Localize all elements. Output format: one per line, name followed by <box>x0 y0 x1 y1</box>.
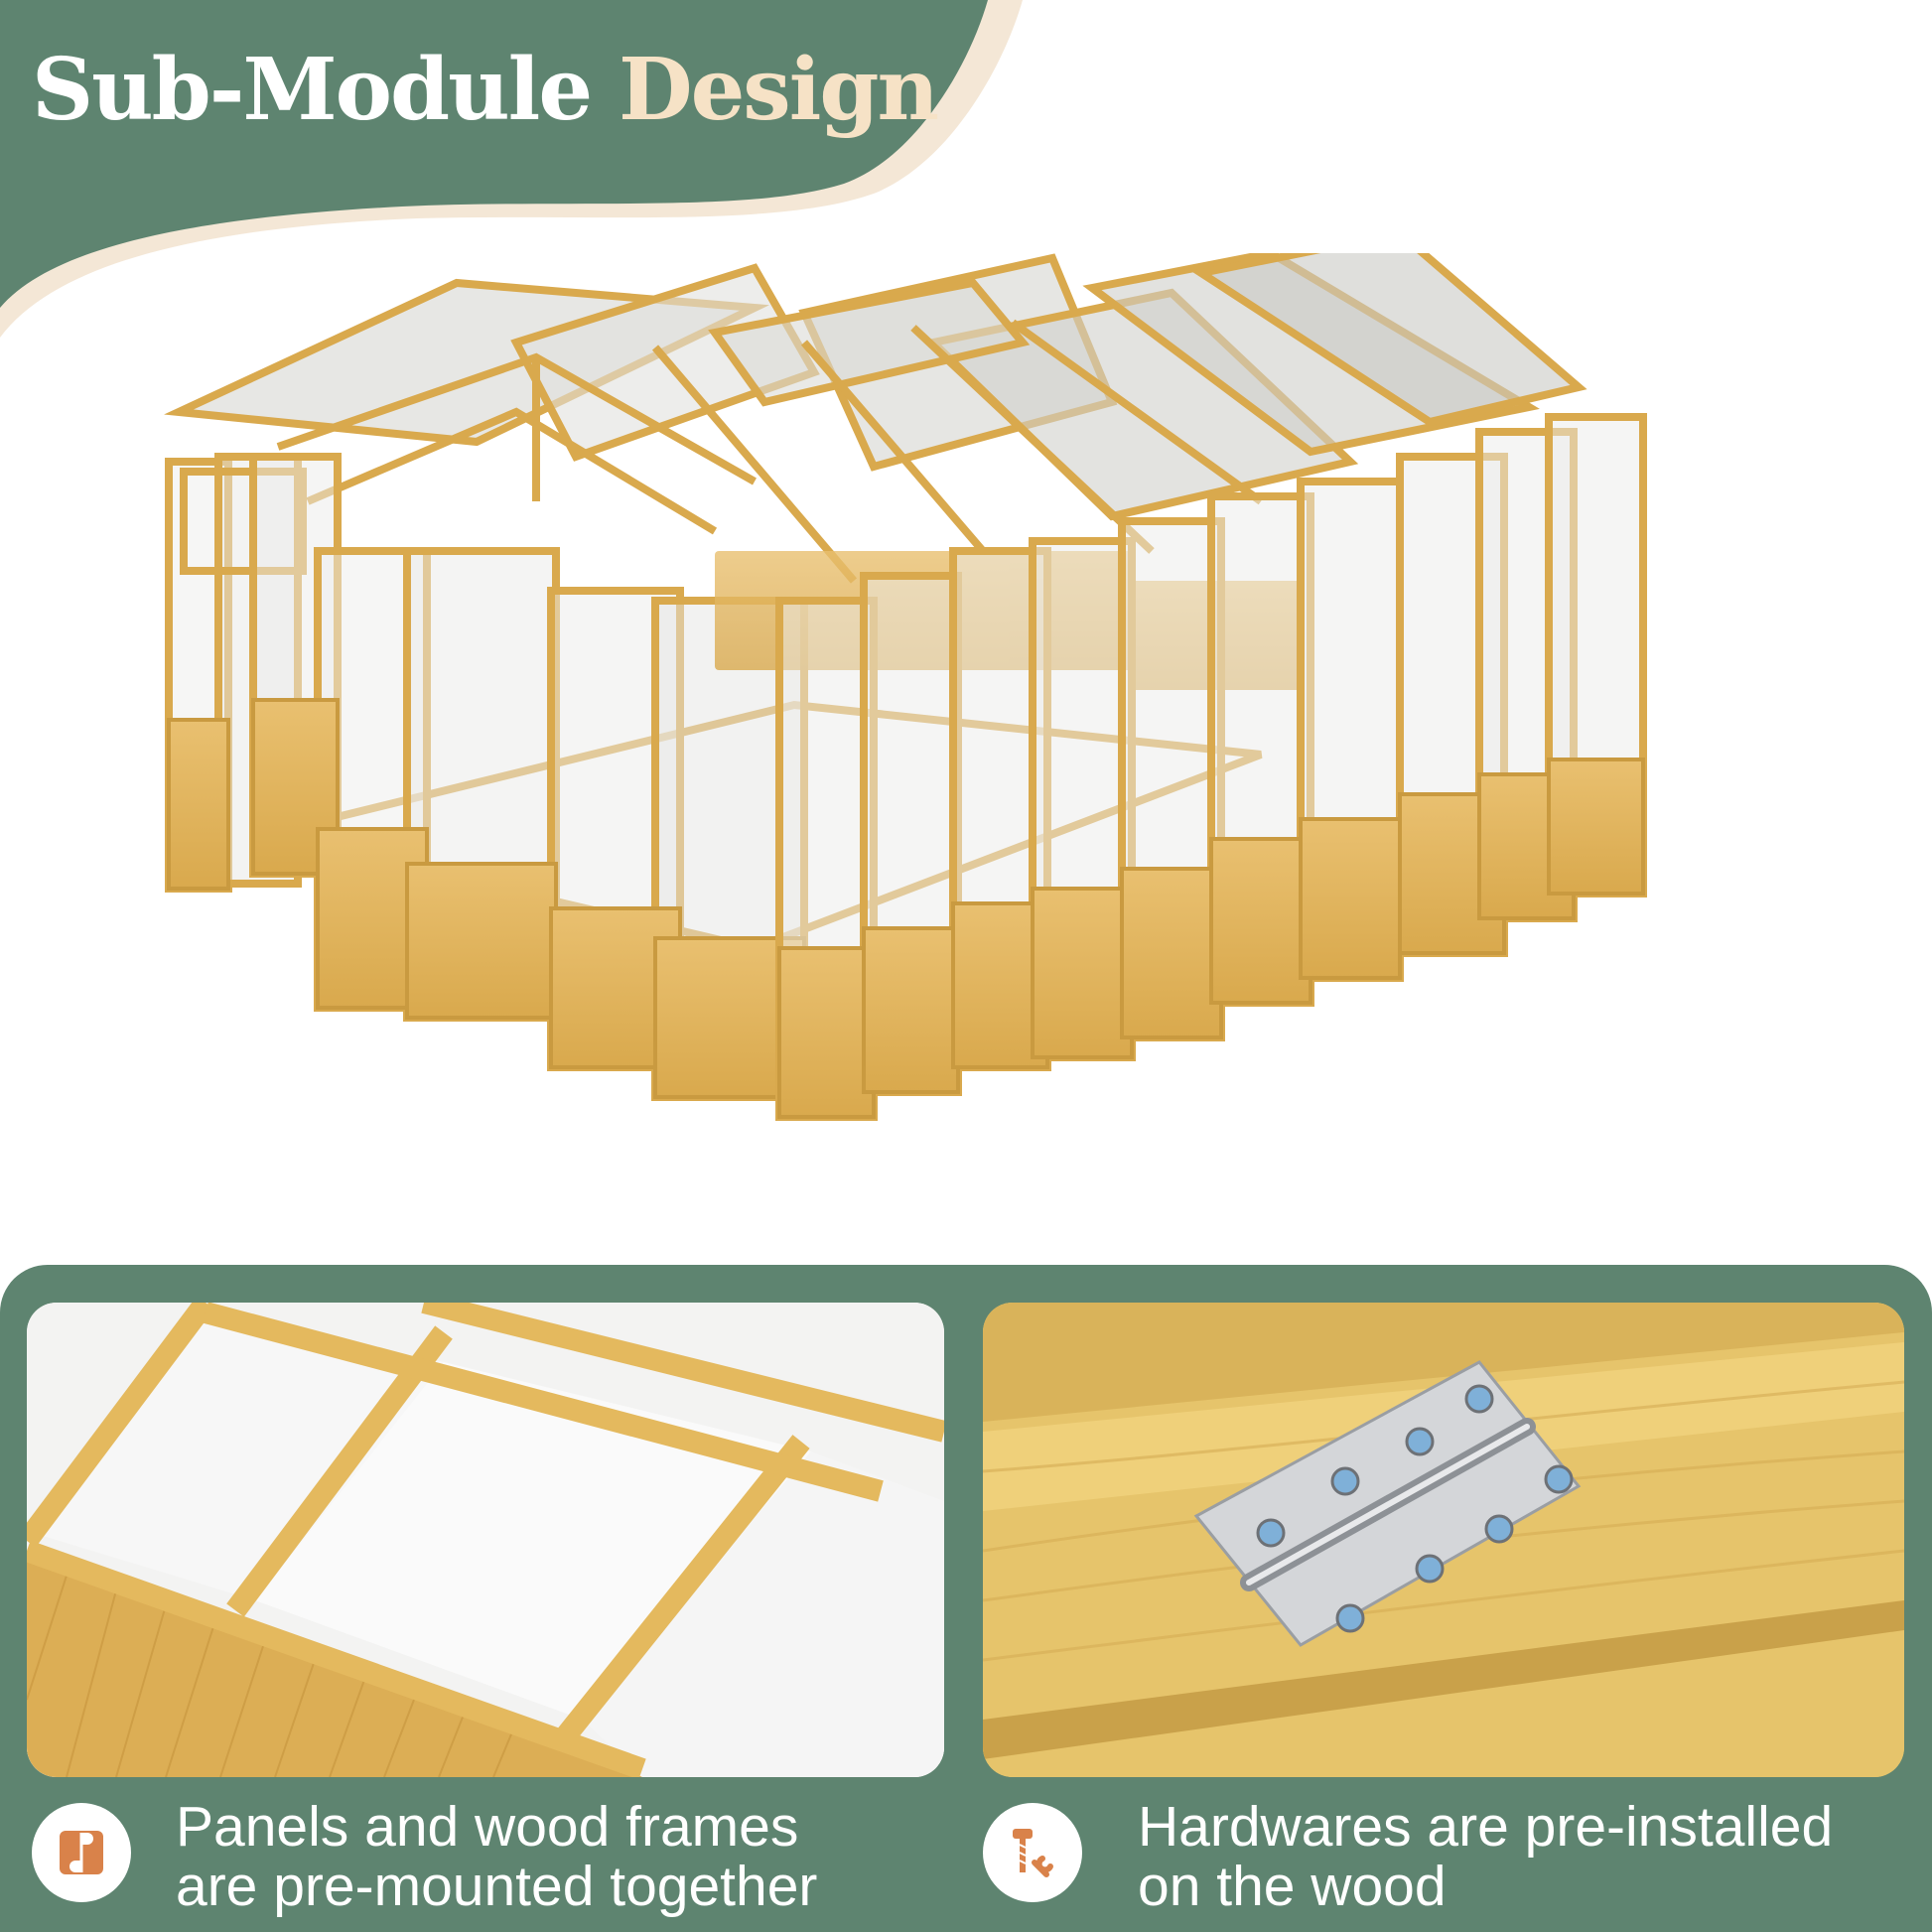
gable-frame <box>276 352 757 535</box>
caption-line-2: are pre-mounted together <box>176 1855 818 1918</box>
feature-caption-preinstalled: Hardwares are pre-installed on the wood <box>1138 1797 1833 1916</box>
title-part-2: Design <box>619 40 939 140</box>
features-panel: Panels and wood frames are pre-mounted t… <box>0 1265 1932 1932</box>
puzzle-piece-icon <box>32 1803 131 1902</box>
roof-panels <box>164 253 1587 584</box>
page-title: Sub-Module Design <box>32 40 939 140</box>
hinge-closeup-image <box>983 1303 1904 1777</box>
greenhouse-exploded-illustration <box>164 253 1647 1121</box>
title-part-1: Sub-Module <box>32 40 593 140</box>
hinge <box>1193 1360 1582 1647</box>
panels-closeup-image <box>27 1303 944 1777</box>
title-banner <box>0 0 1023 338</box>
caption-line-2: on the wood <box>1138 1855 1447 1918</box>
right-wall-panels <box>775 413 1647 1121</box>
feature-caption-premounted: Panels and wood frames are pre-mounted t… <box>176 1797 817 1916</box>
left-wall-panels <box>165 453 808 1101</box>
caption-line-1: Panels and wood frames <box>176 1795 799 1859</box>
caption-line-1: Hardwares are pre-installed <box>1138 1795 1834 1859</box>
screw-and-wrench-icon <box>983 1803 1082 1902</box>
